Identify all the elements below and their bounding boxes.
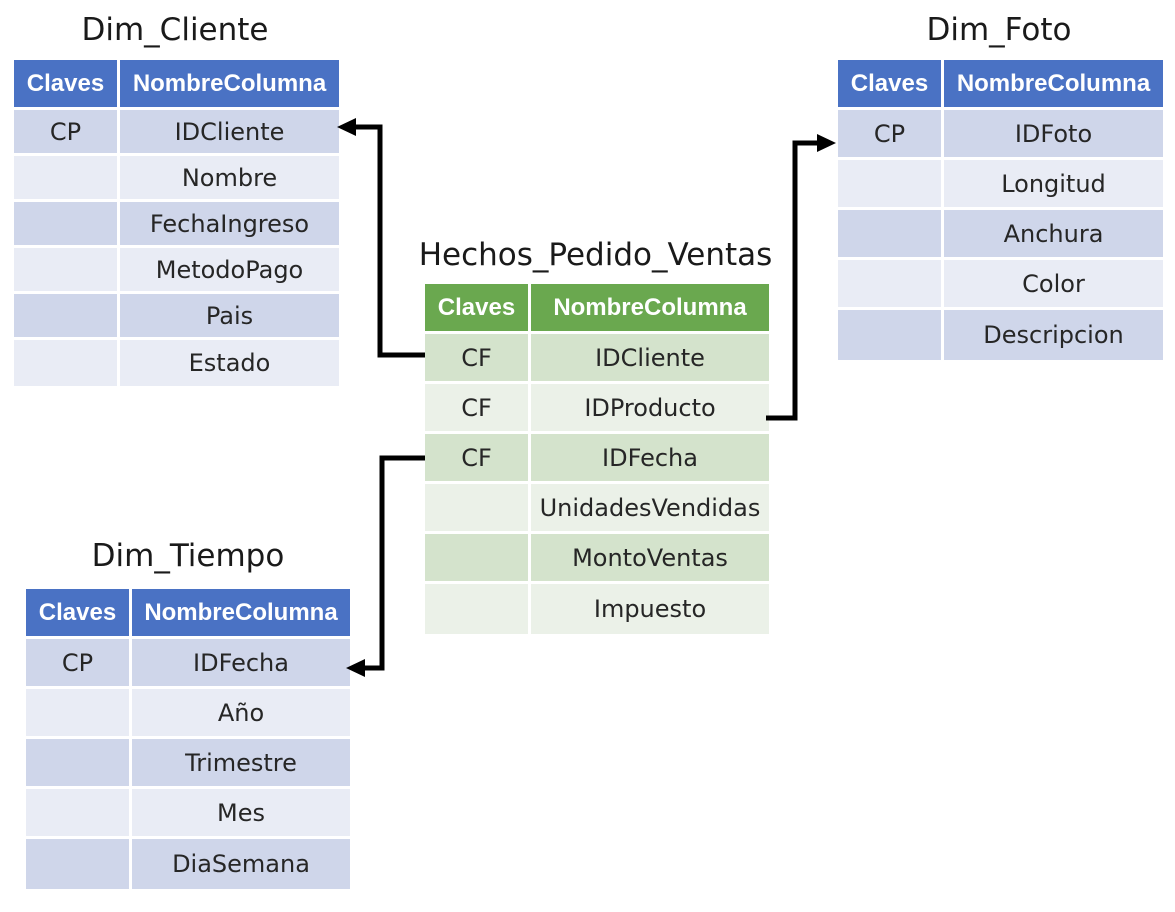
key-cell [26, 839, 132, 889]
table-row: FechaIngreso [14, 202, 339, 248]
column-header-nombre-columna: NombreColumna [944, 60, 1163, 110]
table-title: Dim_Foto [926, 12, 1072, 48]
table-row: Trimestre [26, 739, 350, 789]
key-cell [26, 739, 132, 789]
key-cell [14, 248, 120, 294]
column-name-cell: FechaIngreso [120, 202, 339, 248]
key-cell [838, 160, 944, 210]
table-title: Hechos_Pedido_Ventas [418, 237, 773, 273]
table-row: Anchura [838, 210, 1163, 260]
table-row: Nombre [14, 156, 339, 202]
column-name-cell: Estado [120, 340, 339, 386]
connector-foto [766, 134, 836, 421]
column-name-cell: MontoVentas [531, 534, 769, 584]
table-row: Mes [26, 789, 350, 839]
key-cell: CF [425, 384, 531, 434]
key-cell [838, 310, 944, 360]
table-row: Longitud [838, 160, 1163, 210]
column-header-nombre-columna: NombreColumna [120, 60, 339, 110]
column-name-cell: Nombre [120, 156, 339, 202]
key-cell [425, 584, 531, 634]
key-cell [14, 156, 120, 202]
arrowhead-icon [817, 134, 836, 152]
column-name-cell: Impuesto [531, 584, 769, 634]
key-cell [425, 534, 531, 584]
key-cell: CF [425, 434, 531, 484]
column-header-nombre-columna: NombreColumna [531, 284, 769, 334]
column-name-cell: UnidadesVendidas [531, 484, 769, 534]
table-row: Descripcion [838, 310, 1163, 360]
column-name-cell: IDFecha [531, 434, 769, 484]
column-name-cell: Pais [120, 294, 339, 340]
column-name-cell: IDCliente [531, 334, 769, 384]
table-title: Dim_Tiempo [91, 538, 285, 574]
table-row: DiaSemana [26, 839, 350, 889]
arrowhead-icon [337, 118, 356, 136]
column-name-cell: Descripcion [944, 310, 1163, 360]
column-name-cell: Trimestre [132, 739, 350, 789]
column-name-cell: IDCliente [120, 110, 339, 156]
column-header-claves: Claves [14, 60, 120, 110]
column-name-cell: DiaSemana [132, 839, 350, 889]
table-row: UnidadesVendidas [425, 484, 769, 534]
column-header-nombre-columna: NombreColumna [132, 589, 350, 639]
table-row: Pais [14, 294, 339, 340]
table-row: Estado [14, 340, 339, 386]
connector-tiempo [346, 455, 425, 677]
column-header-claves: Claves [26, 589, 132, 639]
table-row: MetodoPago [14, 248, 339, 294]
key-cell [14, 340, 120, 386]
key-cell [425, 484, 531, 534]
key-cell: CP [14, 110, 120, 156]
key-cell [26, 789, 132, 839]
column-name-cell: Año [132, 689, 350, 739]
column-name-cell: MetodoPago [120, 248, 339, 294]
column-name-cell: IDFoto [944, 110, 1163, 160]
column-name-cell: IDFecha [132, 639, 350, 689]
connector-cliente [337, 118, 425, 358]
column-name-cell: Anchura [944, 210, 1163, 260]
key-cell [14, 202, 120, 248]
column-name-cell: Longitud [944, 160, 1163, 210]
key-cell: CP [26, 639, 132, 689]
column-header-claves: Claves [838, 60, 944, 110]
column-name-cell: IDProducto [531, 384, 769, 434]
table-row: Color [838, 260, 1163, 310]
key-cell [838, 260, 944, 310]
arrowhead-icon [346, 659, 365, 677]
table-row: Año [26, 689, 350, 739]
key-cell: CF [425, 334, 531, 384]
column-name-cell: Color [944, 260, 1163, 310]
column-name-cell: Mes [132, 789, 350, 839]
column-header-claves: Claves [425, 284, 531, 334]
key-cell [838, 210, 944, 260]
table-title: Dim_Cliente [81, 12, 269, 48]
table-row: MontoVentas [425, 534, 769, 584]
key-cell: CP [838, 110, 944, 160]
key-cell [14, 294, 120, 340]
key-cell [26, 689, 132, 739]
table-row: Impuesto [425, 584, 769, 634]
